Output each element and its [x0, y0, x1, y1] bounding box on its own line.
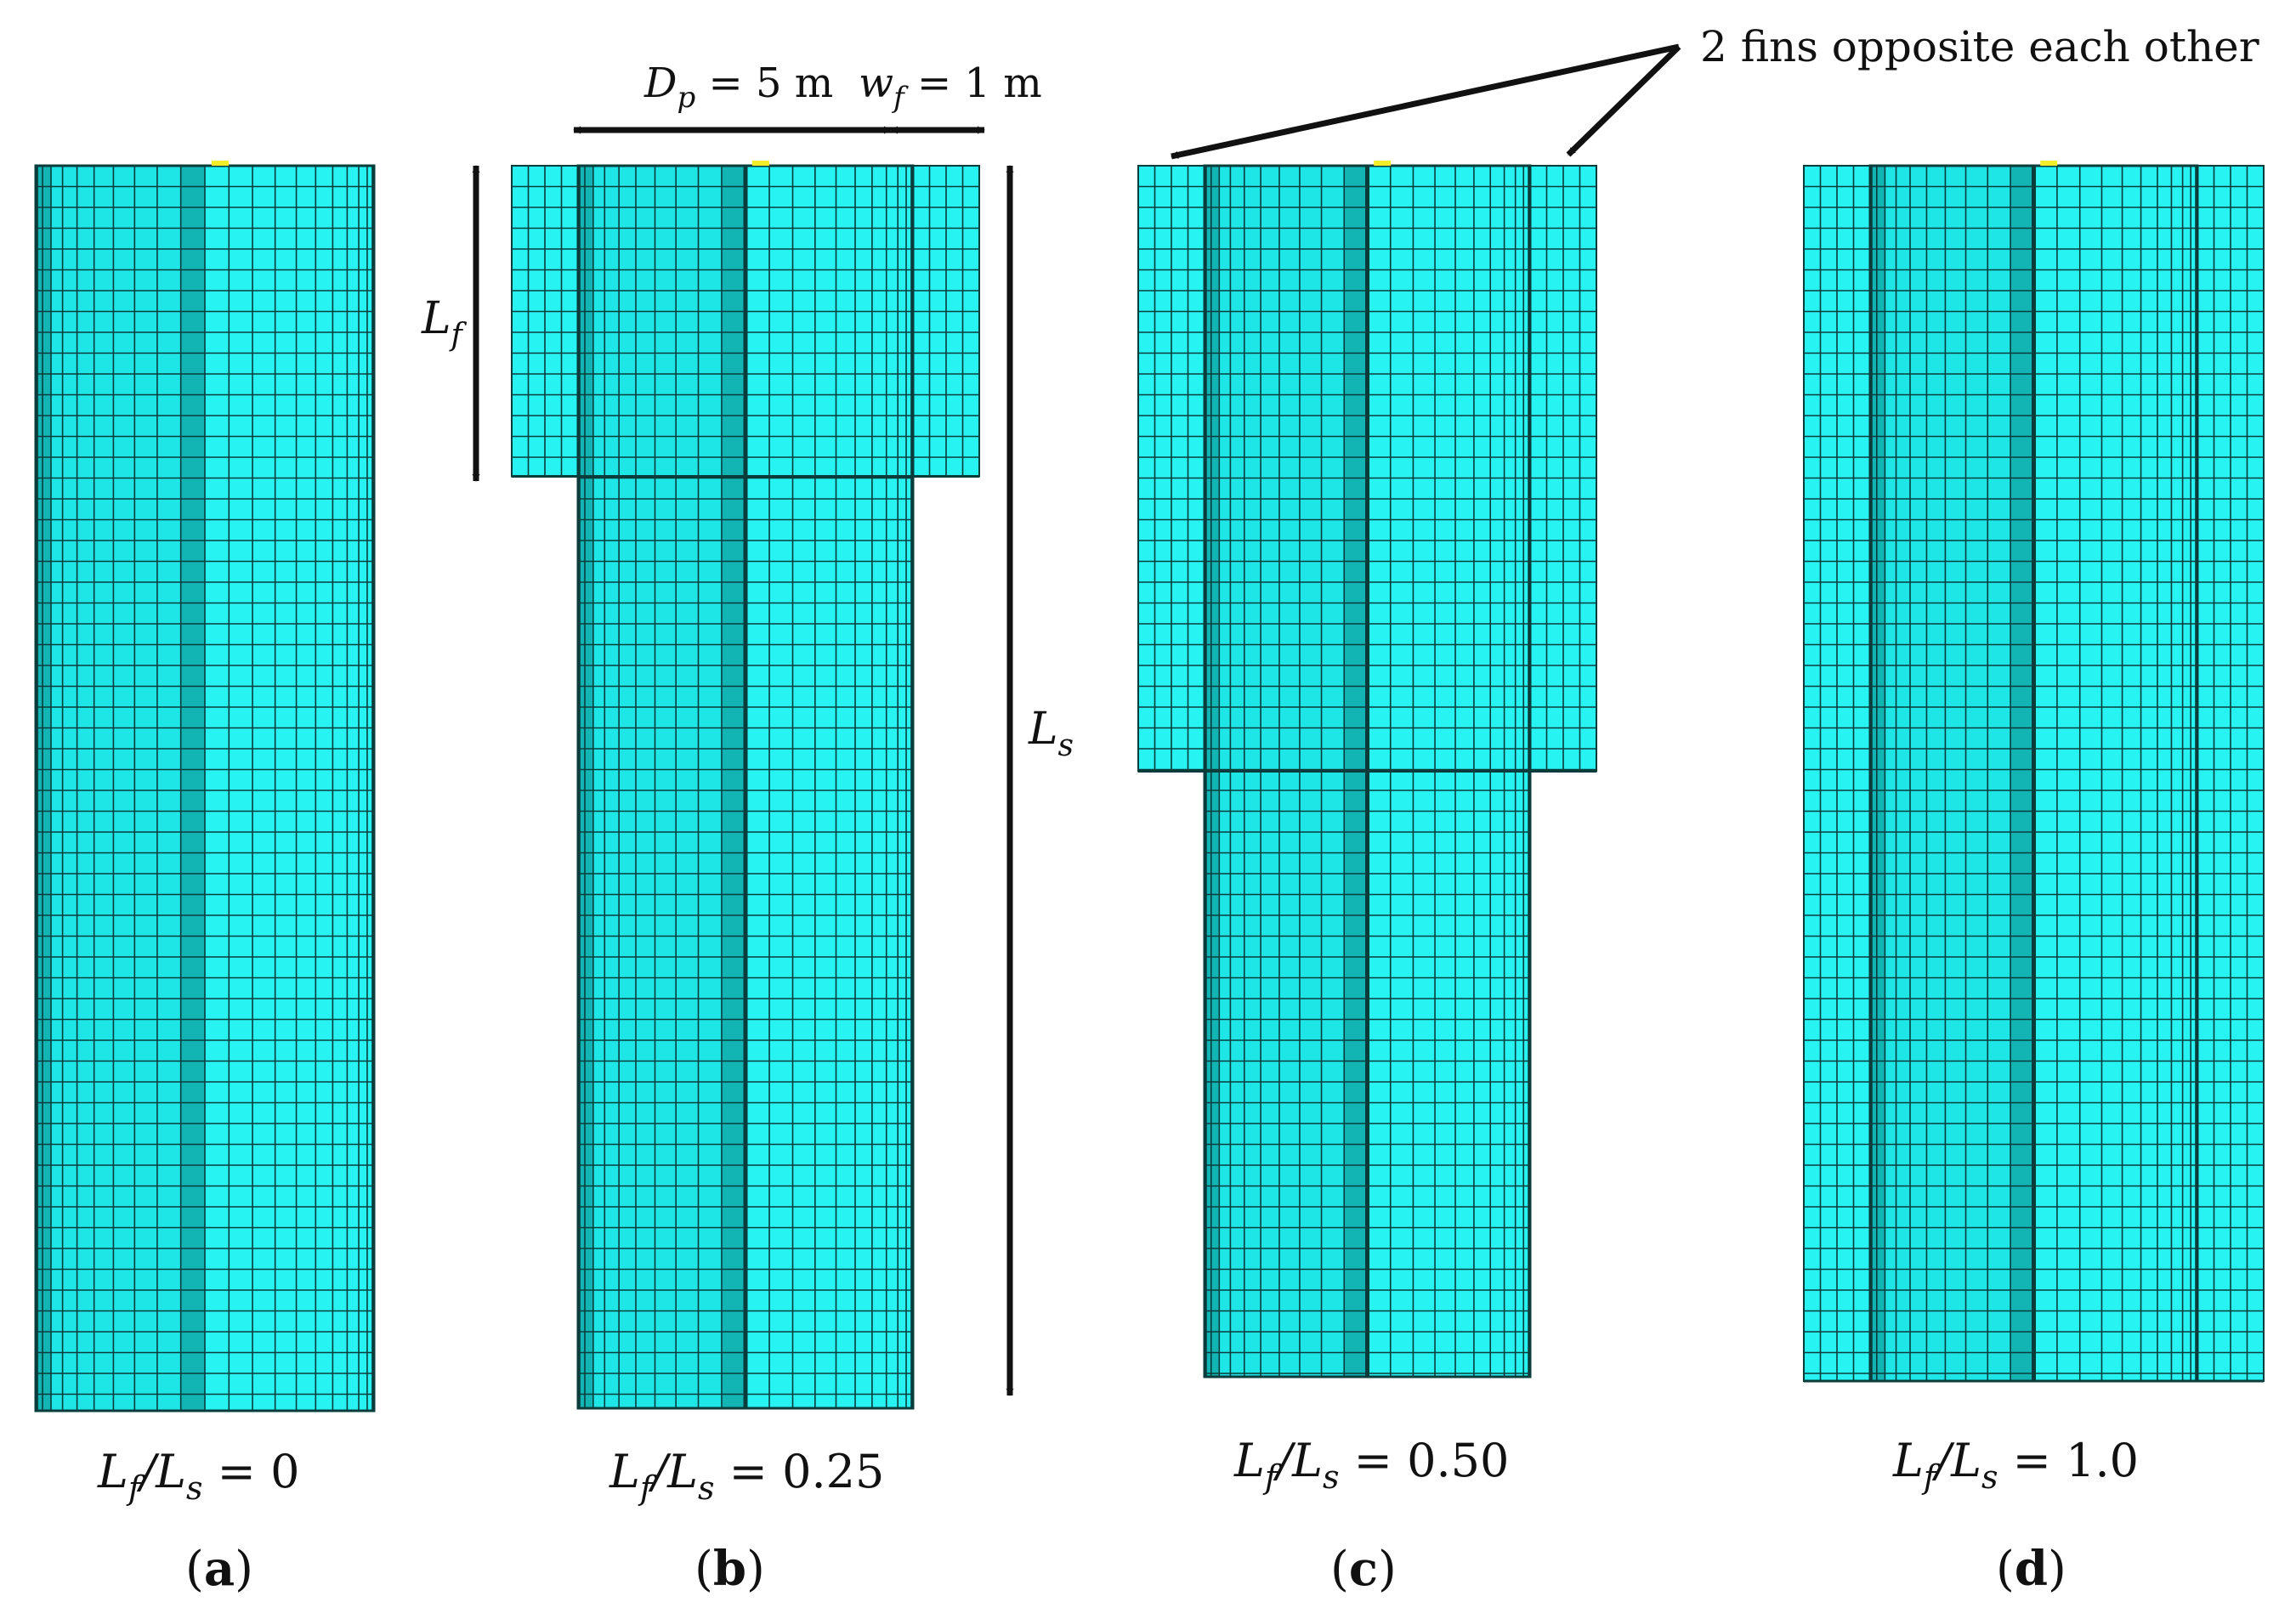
panel-label-c: (c) [1330, 1541, 1397, 1597]
panel-a-mesh [34, 161, 376, 1412]
pile-c [1138, 164, 1596, 1378]
panel-label-b: (b) [694, 1541, 765, 1597]
fin-left-b [511, 165, 579, 478]
fin-right-c [1529, 165, 1597, 773]
fins-arrow-right [1566, 44, 1681, 157]
dp-label: Dp = 5 m [643, 59, 833, 115]
fins-arrow-left [1171, 43, 1680, 160]
panel-label-a: (a) [185, 1541, 253, 1597]
pile-b [512, 164, 979, 1410]
panel-c-mesh [1137, 161, 1597, 1378]
wf-label: wf = 1 m [859, 59, 1042, 115]
wf-dimension: wf = 1 m [859, 59, 1042, 134]
pile-d [1804, 164, 2264, 1383]
ratio-caption-b: Lf/Ls = 0.25 [609, 1445, 884, 1507]
fin-left-c [1137, 165, 1205, 773]
ratio-caption-a: Lf/Ls = 0 [97, 1445, 299, 1507]
top-marker-c [1374, 161, 1392, 166]
top-marker-d [2040, 161, 2058, 166]
dp-dimension: Dp = 5 m [573, 59, 892, 134]
fin-right-d [2197, 165, 2265, 1382]
pile-a [34, 164, 376, 1412]
panel-d-mesh [1803, 161, 2265, 1383]
fin-right-b [912, 165, 980, 478]
ls-label: Ls [1028, 704, 1074, 763]
fins-annotation: 2 fins opposite each other [1171, 22, 2259, 160]
ls-dimension: Ls [1006, 165, 1074, 1396]
lf-label: Lf [421, 293, 468, 353]
panel-label-d: (d) [1996, 1541, 2066, 1597]
fins-note: 2 fins opposite each other [1700, 22, 2259, 71]
ratio-caption-d: Lf/Ls = 1.0 [1892, 1434, 2139, 1496]
top-marker-b [751, 161, 769, 166]
lf-dimension: Lf [421, 165, 480, 482]
panel-b-mesh [511, 161, 980, 1410]
ratio-caption-c: Lf/Ls = 0.50 [1233, 1434, 1509, 1496]
fin-left-d [1803, 165, 1871, 1382]
top-marker-a [211, 161, 229, 166]
